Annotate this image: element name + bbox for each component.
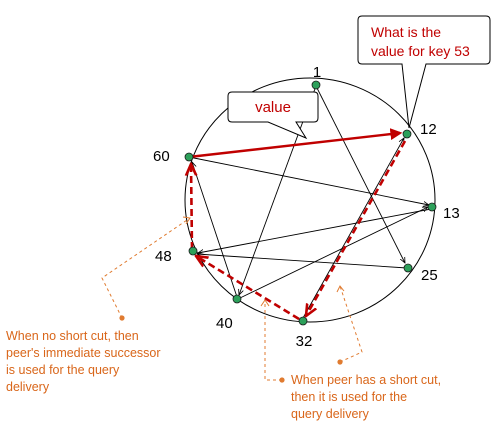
- node-label-12: 12: [420, 121, 437, 138]
- successor-note-line-1: When no short cut, then: [6, 329, 139, 343]
- successor-note-line-3: is used for the query: [6, 363, 120, 377]
- ring-circle: [184, 77, 436, 323]
- chord-40-13: [239, 207, 428, 299]
- chord-60-13: [188, 156, 429, 205]
- node-40: [232, 294, 242, 304]
- shortcut-note-line-3: query delivery: [291, 407, 370, 421]
- chord-32-12: [302, 138, 404, 319]
- node-label-60: 60: [153, 148, 170, 165]
- successor-note: When no short cut, then peer's immediate…: [6, 329, 161, 394]
- shortcut-note-connector-left: [264, 300, 282, 381]
- node-label-40: 40: [216, 315, 233, 332]
- node-13: [427, 202, 437, 212]
- node-1: [311, 80, 321, 90]
- successor-note-line-2: peer's immediate successor: [6, 346, 161, 360]
- shortcut-note-line-2: then it is used for the: [291, 390, 407, 404]
- query-callout: What is the value for key 53: [357, 15, 491, 129]
- chord-25-48: [197, 254, 408, 269]
- answer-callout: value: [227, 91, 319, 140]
- node-label-48: 48: [155, 248, 172, 265]
- ring-nodes: [184, 80, 437, 326]
- chord-1-25: [315, 85, 405, 263]
- shortcut-note: When peer has a short cut, then it is us…: [291, 373, 441, 421]
- node-label-1: 1: [313, 64, 321, 81]
- query-path: [188, 128, 407, 321]
- query-hop-12-32: [306, 140, 407, 316]
- query-hop-48-60: [191, 164, 192, 250]
- reply-60-12: [188, 128, 403, 159]
- query-callout-line-2: value for key 53: [371, 43, 470, 59]
- answer-callout-text: value: [255, 99, 291, 116]
- node-12: [402, 129, 412, 139]
- node-label-25: 25: [421, 267, 438, 284]
- query-callout-line-1: What is the: [371, 24, 441, 40]
- note-connectors: [101, 217, 363, 381]
- note-connector-ends: [119, 315, 343, 383]
- shortcut-note-line-1: When peer has a short cut,: [291, 373, 441, 387]
- node-label-32: 32: [296, 333, 313, 350]
- shortcut-note-connector-right: [339, 285, 363, 363]
- note-connector-arrowheads: [182, 216, 345, 307]
- node-60: [184, 152, 194, 162]
- successor-note-line-4: delivery: [6, 380, 50, 394]
- node-25: [403, 263, 413, 273]
- node-32: [298, 316, 308, 326]
- node-label-13: 13: [443, 205, 460, 222]
- chord-13-48: [198, 208, 432, 253]
- node-48: [188, 246, 198, 256]
- query-hop-32-48: [196, 256, 300, 321]
- successor-note-connector: [101, 217, 191, 319]
